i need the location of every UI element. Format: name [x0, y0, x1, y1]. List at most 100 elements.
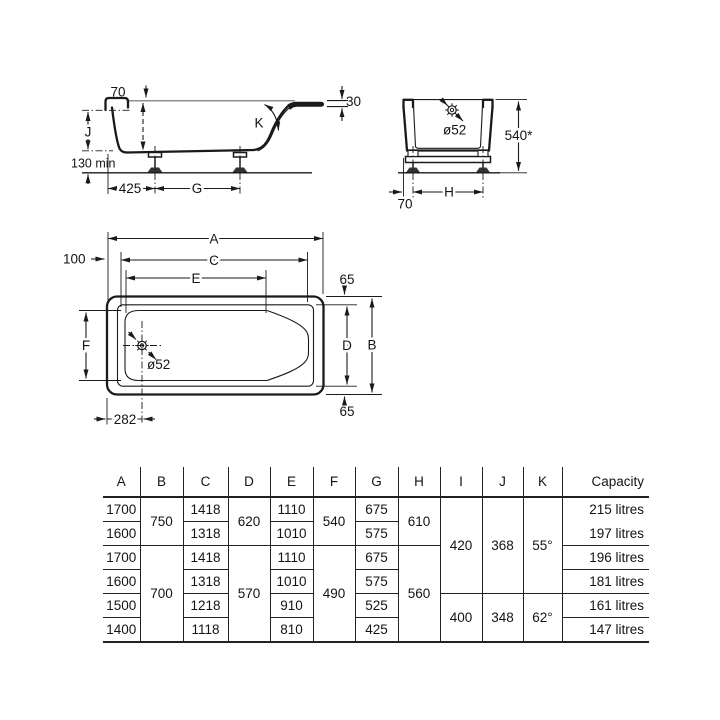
cell-capacity: 161 litres — [561, 593, 649, 618]
cell-G: 675 — [354, 545, 398, 570]
cell-D: 620 — [227, 497, 270, 546]
cell-A: 1600 — [103, 569, 140, 594]
cell-capacity: 196 litres — [561, 545, 649, 570]
plan-view: ø52 A C 100 E 65 65 — [63, 229, 382, 429]
rim-hook-right — [481, 98, 494, 110]
tub-foot-rear — [232, 146, 248, 196]
dim-label-drain-diameter: ø52 — [147, 357, 170, 372]
drain-symbol — [123, 321, 161, 424]
dim-front-offset-425: 425 — [107, 154, 155, 199]
table-header-row: A B C D E F G H I J K Capacity — [103, 467, 649, 498]
dim-height-540: 540* — [495, 99, 536, 174]
wall-left — [402, 105, 409, 152]
cell-I: 420 — [439, 497, 482, 594]
col-header-G: G — [354, 467, 398, 498]
wall-right — [487, 105, 494, 152]
cell-C: 1318 — [182, 521, 228, 546]
dim-feet-distance-H: H — [413, 182, 483, 202]
dim-label-65-top: 65 — [339, 272, 354, 287]
col-header-A: A — [103, 467, 140, 498]
dim-label-130min: 130 min — [71, 157, 116, 171]
dim-label-425: 425 — [119, 181, 142, 196]
cell-A: 1600 — [103, 521, 140, 546]
dim-label-A: A — [209, 232, 218, 247]
col-header-F: F — [312, 467, 355, 498]
col-header-D: D — [227, 467, 270, 498]
tub-backrest-outer — [252, 103, 291, 152]
cell-A: 1700 — [103, 545, 140, 570]
rim-hook-left — [402, 98, 415, 110]
backrest-taper — [266, 309, 310, 382]
cell-I: 400 — [439, 593, 482, 643]
dim-overall-width-B: B — [326, 296, 382, 395]
cell-F: 490 — [312, 545, 355, 643]
tub-head-rim-section — [287, 101, 324, 110]
tub-backrest-inner — [257, 106, 292, 152]
cell-J: 368 — [481, 497, 523, 594]
dim-label-70: 70 — [110, 85, 125, 100]
cell-A: 1400 — [103, 617, 140, 643]
cell-capacity: 181 litres — [561, 569, 649, 594]
dim-basin-width-F: F — [79, 310, 121, 381]
dim-basin-length-E: E — [125, 269, 267, 313]
dim-offset-100: 100 — [63, 252, 105, 267]
dim-label-F: F — [82, 338, 90, 353]
dim-label-C: C — [209, 253, 219, 268]
cell-J: 348 — [481, 593, 523, 643]
cell-E: 1110 — [269, 545, 313, 570]
dim-label-K: K — [254, 116, 263, 131]
dim-label-540: 540* — [505, 128, 534, 143]
side-view: 70 30 J 130 min 425 G — [71, 85, 361, 199]
cell-E: 910 — [269, 593, 313, 618]
dim-label-G: G — [192, 181, 203, 196]
dim-label-J: J — [85, 125, 92, 140]
cell-B: 750 — [139, 497, 183, 546]
dim-backrest-angle-K: K — [254, 104, 281, 131]
dim-rim-width-D: D — [316, 304, 357, 387]
cell-G: 425 — [354, 617, 398, 643]
cell-B: 700 — [139, 545, 183, 643]
dim-rim-length-C: C — [120, 251, 308, 307]
col-header-H: H — [397, 467, 440, 498]
dim-label-65-bottom: 65 — [339, 404, 354, 419]
dim-side-offset-70: 70 — [389, 158, 413, 212]
table-row: 1700 700 1418 570 1110 490 675 560 196 l… — [103, 545, 649, 643]
cell-C: 1318 — [182, 569, 228, 594]
cell-D: 570 — [227, 545, 270, 643]
dim-label-H: H — [444, 185, 454, 200]
col-header-E: E — [269, 467, 313, 498]
wall-right-inner — [479, 105, 484, 147]
frame-foot-left — [406, 146, 420, 198]
dim-overall-length-A: A — [107, 229, 324, 300]
dim-drain-offset-282: 282 — [94, 398, 155, 429]
table-row: 1600 1318 1010 575 197 litres — [103, 521, 649, 546]
dim-clearance-130min: 130 min — [71, 157, 116, 184]
cell-C: 1418 — [182, 545, 228, 570]
cell-H: 610 — [397, 497, 440, 546]
tub-outline — [105, 295, 325, 396]
wall-left-inner — [412, 105, 417, 147]
dim-gap-top-65: 65 — [339, 272, 355, 295]
dim-label-E: E — [191, 271, 200, 286]
support-frame-rail — [404, 155, 492, 164]
cell-E: 1010 — [269, 521, 313, 546]
cell-G: 525 — [354, 593, 398, 618]
basin-bottom-inner — [414, 146, 482, 149]
col-header-B: B — [139, 467, 183, 498]
cell-A: 1500 — [103, 593, 140, 618]
table-row: 1600 1318 1010 575 181 litres — [103, 569, 649, 594]
drain-symbol — [439, 97, 464, 122]
cell-capacity: 197 litres — [561, 521, 649, 546]
dim-label-70: 70 — [397, 197, 412, 212]
cell-capacity: 215 litres — [561, 497, 649, 522]
col-header-I: I — [439, 467, 482, 498]
dim-label-D: D — [342, 338, 352, 353]
dim-label-282: 282 — [114, 412, 137, 427]
cell-H: 560 — [397, 545, 440, 643]
dim-rim-thickness-30: 30 — [327, 86, 361, 121]
table-row: 1700 750 1418 620 1110 540 675 610 420 3… — [103, 497, 649, 594]
cell-K: 62° — [522, 593, 562, 643]
rim-inner-edge — [116, 304, 315, 387]
dimension-table: A B C D E F G H I J K Capacity 1700 750 … — [103, 467, 649, 643]
